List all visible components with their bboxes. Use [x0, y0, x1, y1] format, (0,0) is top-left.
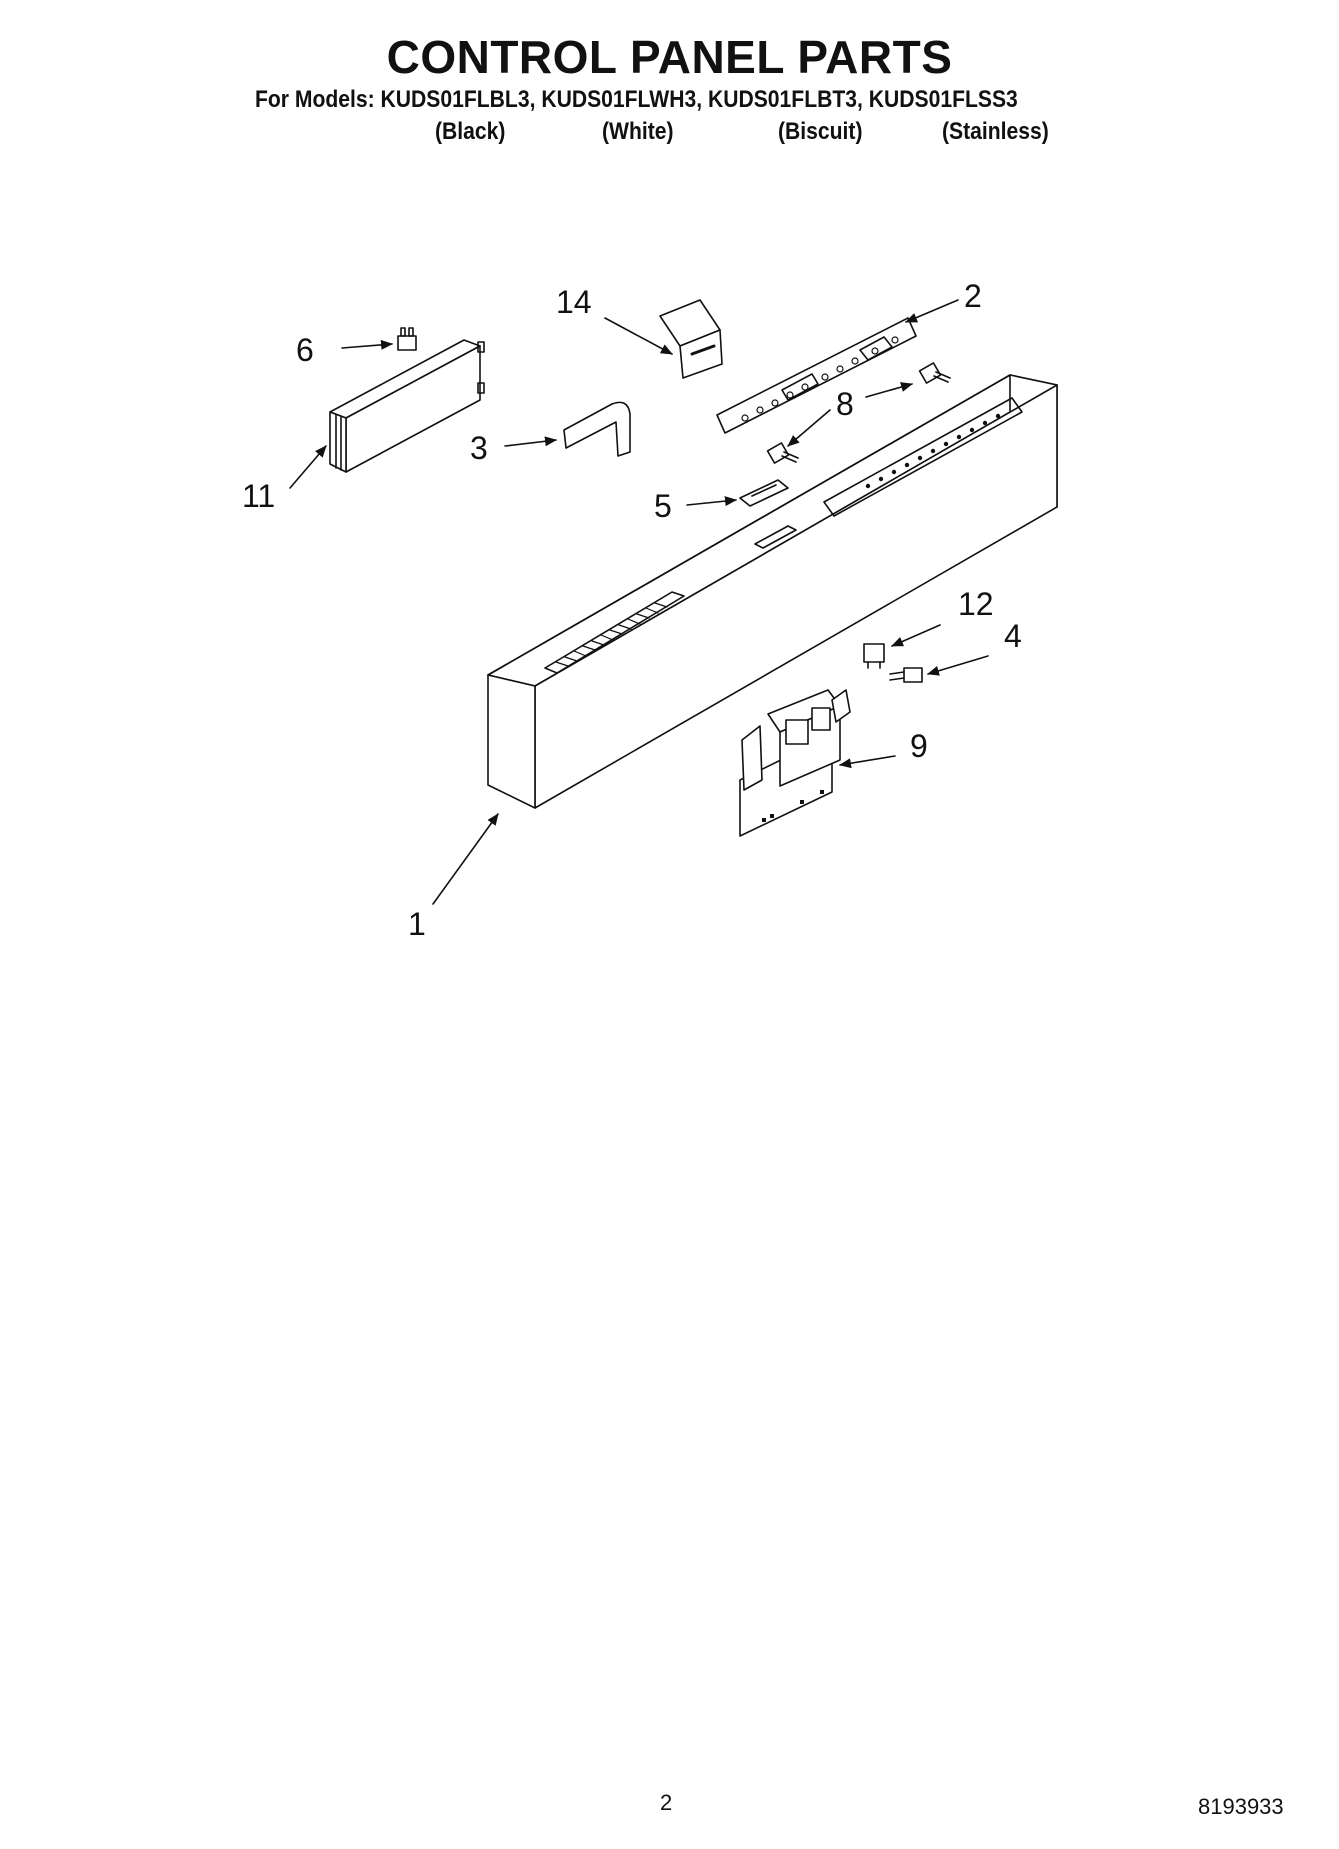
callout-11: 11	[242, 478, 276, 514]
leader-lines	[289, 299, 989, 905]
screw-part-4	[889, 667, 923, 683]
document-number: 8193933	[1198, 1794, 1284, 1819]
callout-9: 9	[910, 728, 928, 764]
control-panel-console	[487, 374, 1058, 809]
callout-12: 12	[958, 586, 994, 622]
callout-8: 8	[836, 386, 854, 422]
models-line: For Models: KUDS01FLBL3, KUDS01FLWH3, KU…	[255, 86, 1018, 113]
switch-component	[863, 643, 885, 669]
screw-lower	[766, 442, 799, 464]
callout-2: 2	[964, 278, 982, 314]
circuit-board	[716, 317, 917, 434]
housing-box	[329, 339, 485, 473]
control-board-assembly	[739, 689, 851, 837]
callout-14: 14	[556, 284, 592, 320]
callout-3: 3	[470, 430, 488, 466]
cover-label	[659, 299, 723, 379]
color-label-white: (White)	[602, 118, 674, 145]
color-label-biscuit: (Biscuit)	[778, 118, 863, 145]
screw-upper	[918, 362, 951, 384]
color-label-stainless: (Stainless)	[942, 118, 1049, 145]
callout-1: 1	[408, 906, 426, 942]
page-title: CONTROL PANEL PARTS	[386, 31, 953, 83]
callout-6: 6	[296, 332, 314, 368]
connector-clip	[397, 327, 417, 351]
button-pad	[739, 479, 789, 507]
page-number: 2	[660, 1790, 673, 1815]
bracket-clip	[563, 401, 631, 457]
callout-5: 5	[654, 488, 672, 524]
color-label-black: (Black)	[435, 118, 506, 145]
callout-4: 4	[1004, 618, 1022, 654]
